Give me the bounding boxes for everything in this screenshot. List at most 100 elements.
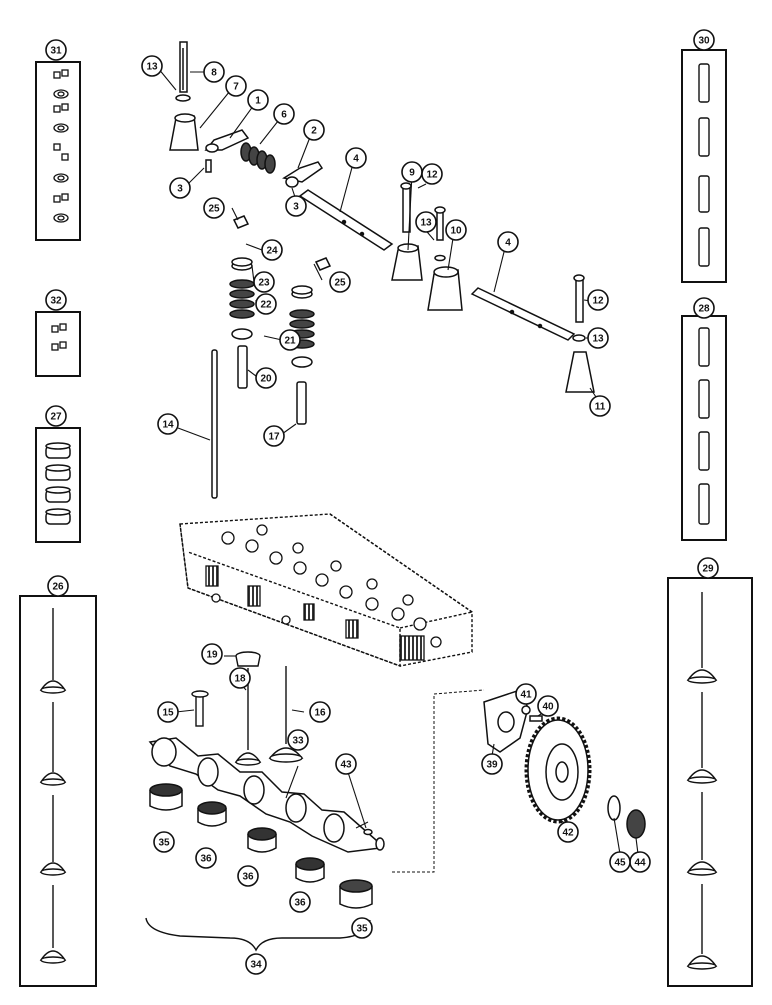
callout-12: 12 [421,163,443,185]
callout-label: 33 [292,736,304,747]
callout-28: 28 [693,297,715,319]
callout-label: 13 [592,334,604,345]
callout-4: 4 [345,147,367,169]
callout-label: 9 [409,168,415,179]
callout-15: 15 [157,701,179,723]
callout-label: 10 [450,226,462,237]
callout-13: 13 [141,55,163,77]
cylinder-head-drawing [179,513,473,668]
callout-36-2: 36 [237,865,259,887]
callout-circle [481,753,503,775]
callout-23: 23 [253,271,275,293]
callout-circle [693,297,715,319]
callout-circle [309,701,331,723]
callout-36-3: 36 [289,891,311,913]
kit-box-29 [667,577,753,987]
callout-circle [225,75,247,97]
callout-label: 22 [260,300,272,311]
callout-13-3: 13 [587,327,609,349]
callout-label: 12 [426,170,438,181]
callout-label: 27 [50,412,62,423]
callout-circle [203,197,225,219]
callout-circle [285,195,307,217]
callout-circle [557,821,579,843]
cylinder-head-features [205,524,442,661]
callout-circle [693,29,715,51]
callout-label: 35 [356,924,368,935]
callout-circle [303,119,325,141]
callout-circle [247,89,269,111]
callout-27: 27 [45,405,67,427]
callout-circle [515,683,537,705]
callout-3-2: 3 [285,195,307,217]
callout-label: 39 [486,760,498,771]
callout-label: 11 [595,402,606,413]
callout-circle [587,289,609,311]
callout-label: 29 [702,564,714,575]
callout-label: 31 [50,46,62,57]
callout-45: 45 [609,851,631,873]
callout-32: 32 [45,289,67,311]
callout-label: 17 [268,432,280,443]
timing-gear-drawing [483,689,646,839]
kit-box-27 [35,427,81,543]
callout-label: 15 [162,708,174,719]
callout-label: 6 [281,110,287,121]
callout-circle [229,667,251,689]
callout-30: 30 [693,29,715,51]
callout-11: 11 [589,395,611,417]
callout-label: 42 [562,828,574,839]
callout-circle [255,367,277,389]
callout-label: 30 [698,36,710,47]
callout-circle [203,61,225,83]
callout-label: 1 [255,96,261,107]
callout-22: 22 [255,293,277,315]
callout-circle [345,147,367,169]
callout-label: 43 [340,760,352,771]
callout-label: 20 [260,374,272,385]
callout-circle [279,329,301,351]
callout-label: 35 [158,838,170,849]
callout-label: 32 [50,296,62,307]
callout-21: 21 [279,329,301,351]
callout-circle [263,425,285,447]
callout-circle [415,211,437,233]
callout-label: 28 [698,304,710,315]
callout-26: 26 [47,575,69,597]
callout-13-2: 13 [415,211,437,233]
callout-25-2: 25 [329,271,351,293]
callout-label: 45 [614,858,626,869]
valves-drawing [191,651,304,766]
callout-label: 44 [634,858,646,869]
callout-25: 25 [203,197,225,219]
callout-34: 34 [245,953,267,975]
callout-33: 33 [287,729,309,751]
callout-circle [273,103,295,125]
callout-18: 18 [229,667,251,689]
callout-43: 43 [335,753,357,775]
callout-2: 2 [303,119,325,141]
callout-circle [587,327,609,349]
callout-circle [255,293,277,315]
callout-label: 24 [266,246,278,257]
callout-label: 12 [592,296,604,307]
callout-29: 29 [697,557,719,579]
callout-circle [237,865,259,887]
callout-8: 8 [203,61,225,83]
callout-31: 31 [45,39,67,61]
callout-9: 9 [401,161,423,183]
callout-circle [45,39,67,61]
callout-42: 42 [557,821,579,843]
callout-circle [47,575,69,597]
callout-circle [287,729,309,751]
callout-circle [497,231,519,253]
callout-circle [537,695,559,717]
callout-label: 36 [242,872,254,883]
callout-label: 25 [208,204,220,215]
callout-40: 40 [537,695,559,717]
callout-label: 41 [520,690,532,701]
kit-box-28 [681,315,727,541]
